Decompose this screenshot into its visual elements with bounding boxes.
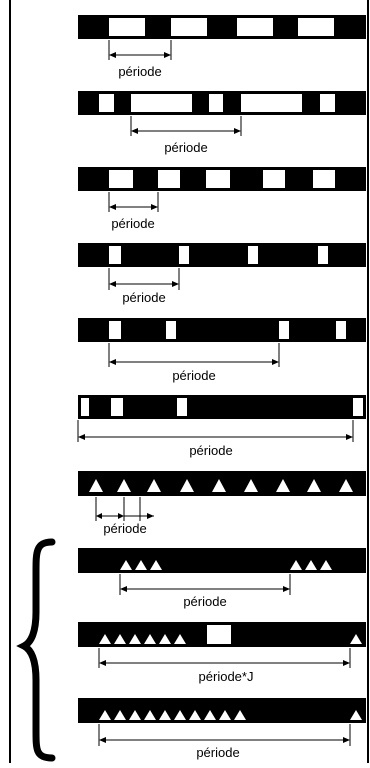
strip-row-4: période (78, 243, 366, 305)
strip-row-8: période (78, 548, 366, 609)
strip-row-10: période (78, 698, 366, 760)
strip-row-9: période*J (78, 622, 366, 684)
period-label-2: période (164, 140, 207, 155)
period-label-8: période (183, 594, 226, 609)
period-label-4: période (122, 290, 165, 305)
period-label-6: période (189, 443, 232, 458)
period-label-7: période (103, 521, 146, 536)
strip-row-6: période (77, 395, 366, 458)
strip-row-7: période (78, 471, 366, 536)
period-label-1: période (118, 64, 161, 79)
period-label-9: période*J (199, 669, 254, 684)
period-label-10: période (196, 745, 239, 760)
strip-row-3: période (78, 167, 366, 231)
strip-row-1: période (78, 15, 366, 79)
strip-row-5: période (78, 318, 366, 383)
left-curly-brace-icon (16, 538, 56, 762)
period-label-3: période (111, 216, 154, 231)
period-label-5: période (172, 368, 215, 383)
strip-row-2: période (78, 91, 366, 155)
